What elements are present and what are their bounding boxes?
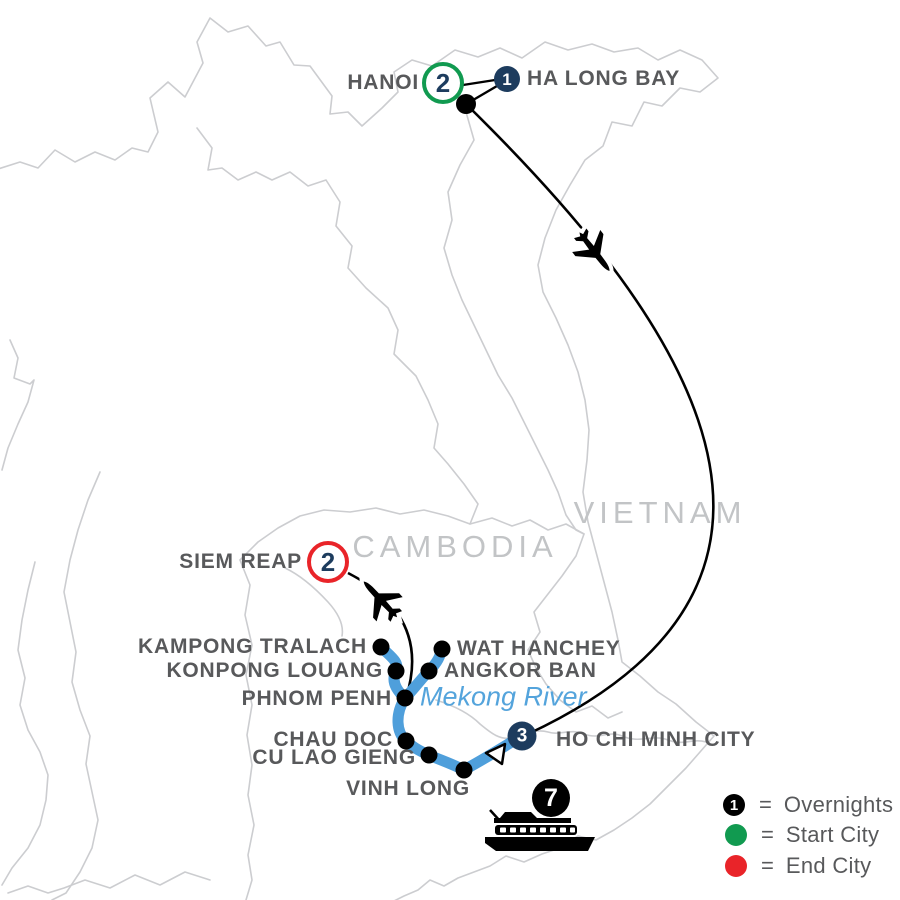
border-vietnam-cambodia-south <box>435 699 707 744</box>
label-vinh-long: VINH LONG <box>346 777 470 800</box>
label-ha-long-bay: HA LONG BAY <box>527 67 681 90</box>
label-cu-lao-gieng: CU LAO GIENG <box>252 746 416 769</box>
label-konpong-louang: KONPONG LOUANG <box>166 659 383 682</box>
city-dot-angkor-ban <box>420 662 438 680</box>
border-vietnam-laos <box>443 111 623 719</box>
city-dot-phnom-penh <box>396 689 414 707</box>
legend-equals: = <box>761 822 774 847</box>
legend-row-end-city: = End City <box>725 853 872 878</box>
label-kampong-tralach: KAMPONG TRALACH <box>138 635 367 658</box>
ha-long-bay-nights-badge: 1 <box>494 66 520 92</box>
city-dot-wat-hanchey <box>433 640 451 658</box>
border-cambodia-north <box>239 507 585 561</box>
legend-start-city-label: Start City <box>785 822 880 847</box>
label-wat-hanchey: WAT HANCHEY <box>457 637 621 660</box>
end-city-dot-icon <box>725 855 747 877</box>
legend-end-city-label: End City <box>785 853 872 878</box>
flight-path-hanoi-hcmc <box>465 103 715 736</box>
border-laos-west <box>196 127 479 525</box>
city-dot-vinh-long <box>455 761 473 779</box>
connector-hanoi-badge-halong <box>462 78 496 87</box>
hcmc-nights-badge: 3 <box>507 721 537 751</box>
city-dot-cu-lao-gieng <box>420 746 438 764</box>
border-thailand-gulf-east <box>51 471 101 900</box>
label-chau-doc: CHAU DOC <box>273 728 393 751</box>
border-north-china-coast <box>0 17 719 900</box>
label-siem-reap: SIEM REAP <box>179 550 302 573</box>
airplane-icon-hanoi-hcmc <box>564 221 614 277</box>
start-city-dot-icon <box>725 824 747 846</box>
label-angkor-ban: ANGKOR BAN <box>444 659 597 682</box>
label-cambodia: CAMBODIA <box>352 529 558 564</box>
label-vietnam: VIETNAM <box>573 495 747 530</box>
coast-cambodia-south <box>7 871 211 894</box>
hanoi-nights-badge: 2 <box>422 62 464 104</box>
border-thailand-upper <box>1 339 35 471</box>
border-thailand-gulf-west <box>1 561 49 886</box>
label-hanoi: HANOI <box>347 71 419 94</box>
legend-overnights-label: Overnights <box>783 792 894 817</box>
siem-reap-nights-badge: 2 <box>307 541 349 583</box>
city-dot-hanoi <box>456 94 476 114</box>
city-dot-kampong-tralach <box>372 638 390 656</box>
border-cambodia-west <box>239 559 255 900</box>
legend-equals: = <box>761 853 774 878</box>
route-direction-arrow <box>484 742 507 766</box>
cruise-nights-badge: 7 <box>532 779 570 817</box>
legend-row-overnights: 1 = Overnights <box>723 792 894 817</box>
label-ho-chi-minh-city: HO CHI MINH CITY <box>556 728 756 751</box>
airplane-icon-phnom-penh-siem-reap <box>359 576 411 630</box>
city-dot-konpong-louang <box>387 662 405 680</box>
tonle-sap-shore <box>284 567 344 637</box>
legend-equals: = <box>759 792 772 817</box>
legend-row-start-city: = Start City <box>725 822 880 847</box>
label-phnom-penh: PHNOM PENH <box>241 687 392 710</box>
overnights-badge-icon: 1 <box>723 794 745 816</box>
city-dot-chau-doc <box>397 732 415 750</box>
ship-icon <box>485 809 598 851</box>
label-mekong-river: Mekong River <box>420 681 587 712</box>
